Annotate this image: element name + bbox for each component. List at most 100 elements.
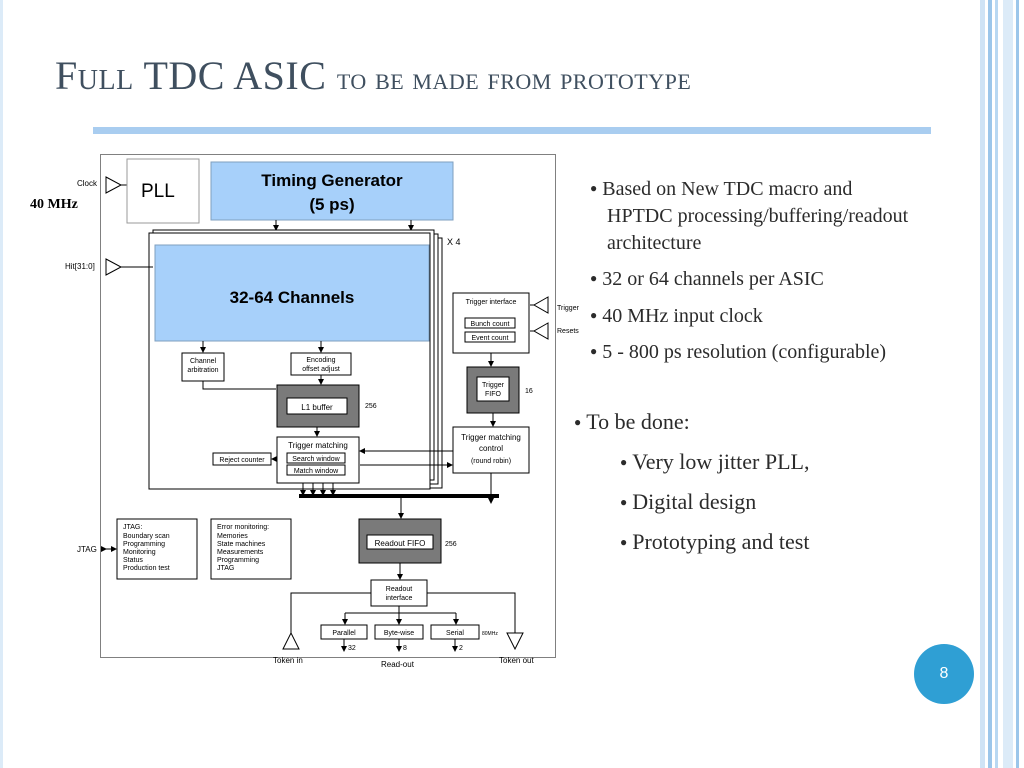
- bullet-item: ● Based on New TDC macro and: [590, 176, 852, 205]
- error-item: State machines: [217, 541, 266, 548]
- serial-freq-label: 80MHz: [482, 631, 498, 637]
- trigger-fifo-label: Trigger: [482, 382, 505, 389]
- match-window-label: Match window: [294, 468, 339, 475]
- search-window-label: Search window: [292, 456, 340, 463]
- timing-generator-res: (5 ps): [309, 195, 354, 214]
- byte-wise-label: Byte-wise: [384, 630, 414, 637]
- jtag-item: Production test: [123, 565, 170, 572]
- readout-fifo-depth: 256: [445, 541, 457, 548]
- todo-item: ● Very low jitter PLL,: [620, 448, 809, 479]
- bus-width-2: 2: [459, 645, 463, 652]
- parallel-label: Parallel: [332, 630, 356, 637]
- channel-arbitration-label-2: arbitration: [187, 367, 218, 374]
- title-main: Full TDC ASIC: [55, 53, 327, 98]
- bullet-text: To be done:: [586, 409, 690, 434]
- page-number: 8: [939, 665, 949, 682]
- tm-control-label: Trigger matching: [461, 433, 521, 442]
- bullet-dot-icon: ●: [590, 344, 598, 358]
- todo-item: ● Prototyping and test: [620, 528, 809, 559]
- error-item: Memories: [217, 533, 248, 540]
- clock-label: Clock: [77, 179, 98, 188]
- channel-arbitration-box: [181, 352, 225, 382]
- hit-label: Hit[31:0]: [65, 262, 95, 271]
- todo-item: ● Digital design: [620, 488, 756, 519]
- pll-label: PLL: [141, 181, 175, 202]
- jtag-box-title: JTAG:: [123, 524, 142, 531]
- resets-input-label: Resets: [557, 328, 579, 335]
- hit-buffer-icon: [105, 258, 123, 276]
- bullet-dot-icon: ●: [620, 535, 628, 549]
- encoding-label: Encoding: [306, 357, 335, 364]
- trigger-fifo-depth: 16: [525, 388, 533, 395]
- readout-interface-label-2: interface: [386, 595, 413, 602]
- title-underline: [93, 127, 931, 134]
- pll-box: [126, 158, 200, 224]
- page-number-badge: 8: [914, 644, 974, 704]
- token-out-label: Token out: [499, 656, 534, 665]
- channels-label: 32-64 Channels: [230, 288, 355, 307]
- bullet-dot-icon: ●: [620, 495, 628, 509]
- bullet-dot-icon: ●: [590, 181, 598, 195]
- bullet-text: 5 - 800 ps resolution (configurable): [602, 341, 887, 363]
- error-item: Measurements: [217, 549, 264, 556]
- serial-label: Serial: [446, 630, 464, 637]
- bullet-text: Based on New TDC macro and: [602, 178, 853, 200]
- bullet-text: 32 or 64 channels per ASIC: [602, 268, 824, 290]
- bullet-item: ● 32 or 64 channels per ASIC: [590, 266, 824, 295]
- read-out-label: Read-out: [381, 660, 415, 669]
- diagram-svg: Clock PLL Timing Generator (5 ps) X 4 Hi…: [65, 158, 580, 669]
- decor-stripe: [980, 0, 985, 768]
- bus-width-8: 8: [403, 645, 407, 652]
- channel-arbitration-label: Channel: [190, 358, 217, 365]
- decor-stripe: [988, 0, 992, 768]
- bus-width-32: 32: [348, 645, 356, 652]
- bullet-continuation: architecture: [607, 230, 701, 257]
- bullet-item: ● 5 - 800 ps resolution (configurable): [590, 339, 886, 368]
- tdc-block-diagram: Clock PLL Timing Generator (5 ps) X 4 Hi…: [65, 154, 580, 669]
- bullet-dot-icon: ●: [574, 415, 582, 429]
- title-rest: to be made from prototype: [336, 61, 692, 96]
- jtag-box: [116, 518, 198, 580]
- jtag-item: Monitoring: [123, 549, 156, 556]
- error-monitoring-box: [210, 518, 292, 580]
- bullet-dot-icon: ●: [590, 271, 598, 285]
- error-item: Programming: [217, 557, 259, 564]
- x4-label: X 4: [447, 237, 461, 247]
- clock-frequency-label: 40 MHz: [30, 197, 78, 212]
- decor-stripe: [995, 0, 998, 768]
- bullet-text: Digital design: [632, 489, 757, 514]
- tm-control-box: [452, 426, 530, 474]
- bullet-text: Prototyping and test: [632, 529, 810, 554]
- bunch-count-label: Bunch count: [471, 321, 510, 328]
- readout-interface-box: [370, 579, 428, 607]
- trigger-matching-label: Trigger matching: [288, 441, 348, 450]
- reject-counter-label: Reject counter: [219, 457, 265, 464]
- readout-interface-label: Readout: [386, 586, 413, 593]
- jtag-item: Boundary scan: [123, 533, 170, 540]
- timing-generator-box: [210, 161, 454, 221]
- token-out-icon: [506, 632, 524, 651]
- bullet-text: Very low jitter PLL,: [632, 449, 810, 474]
- l1-buffer-label: L1 buffer: [301, 403, 333, 412]
- trigger-interface-label: Trigger interface: [466, 299, 517, 306]
- bullet-text: 40 MHz input clock: [602, 305, 763, 327]
- token-in-label: Token in: [273, 656, 303, 665]
- error-monitoring-title: Error monitoring:: [217, 524, 269, 531]
- timing-generator-title: Timing Generator: [261, 171, 403, 190]
- decor-stripe: [1016, 0, 1019, 768]
- l1-depth-label: 256: [365, 403, 377, 410]
- bullet-text: HPTDC processing/buffering/readout: [607, 205, 909, 227]
- bullet-text: architecture: [607, 232, 702, 254]
- bullet-item: ●40 MHz input clock: [590, 303, 763, 332]
- bullet-dot-icon: ●: [620, 455, 628, 469]
- encoding-label-2: offset adjust: [302, 366, 340, 373]
- trigger-input-icon: [532, 296, 549, 314]
- clock-buffer-icon: [105, 176, 123, 194]
- token-in-icon: [282, 631, 300, 650]
- error-item: JTAG: [217, 565, 234, 572]
- readout-fifo-label: Readout FIFO: [375, 539, 426, 548]
- trigger-input-label: Trigger: [557, 305, 580, 312]
- bullet-continuation: HPTDC processing/buffering/readout: [607, 203, 908, 230]
- event-count-label: Event count: [472, 335, 509, 342]
- tm-control-label-3: (round robin): [471, 458, 511, 465]
